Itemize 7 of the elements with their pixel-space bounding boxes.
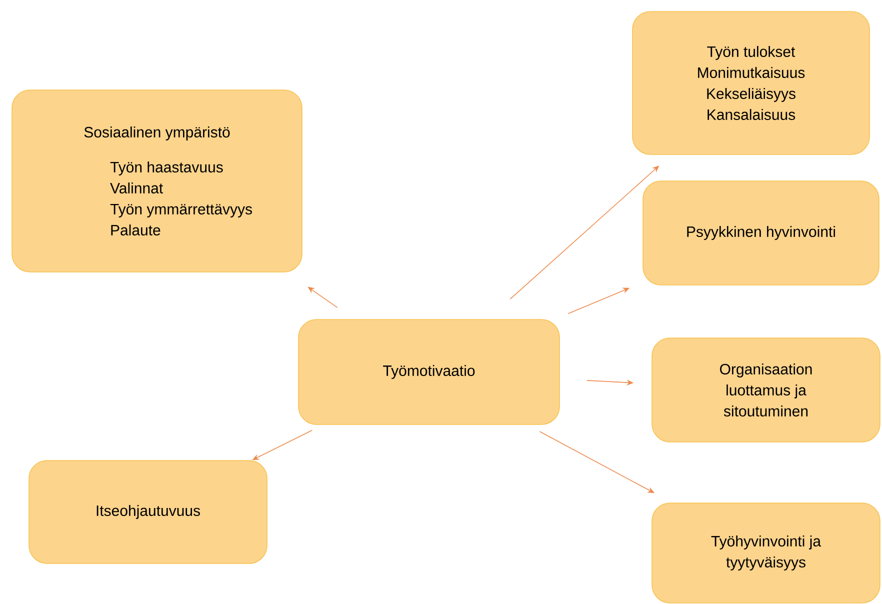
rounded-box: Työmotivaatio	[298, 319, 560, 425]
rounded-box: Työhyvinvointi ja tyytyväisyys	[652, 502, 880, 604]
rounded-box: Työn tulokset Monimutkaisuus Kekseliäisyys Kansalaisuus	[632, 11, 870, 155]
rounded-box: Organisaation luottamus ja sitoutuminen	[652, 338, 880, 442]
rounded-box: Sosiaalinen ympäristö Työn haastavuus Valinnat Työn ymmärrettävyys Palaute	[12, 90, 302, 272]
rounded-box: Itseohjautuvuus	[28, 460, 268, 564]
rounded-box: Psyykkinen hyvinvointi	[642, 180, 880, 286]
